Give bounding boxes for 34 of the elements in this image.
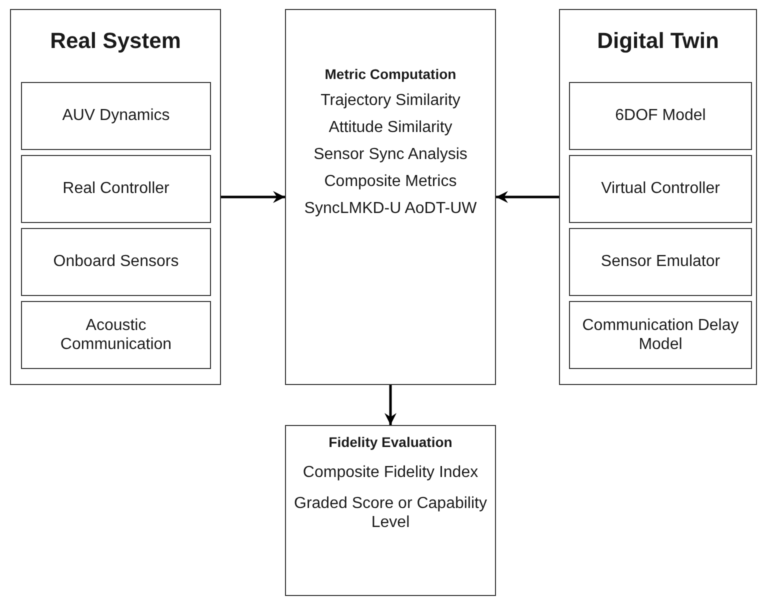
group-title: Real System [50, 28, 181, 54]
metric-item: Composite Metrics [323, 172, 458, 192]
component-label: AUV Dynamics [61, 106, 171, 126]
component-box [569, 301, 752, 369]
arrow [384, 385, 396, 425]
arrow [496, 191, 559, 203]
component-box [569, 82, 752, 150]
metric-item: SyncLMKD-U AoDT-UW [303, 198, 478, 219]
component-label: Sensor Emulator [600, 252, 722, 272]
component-label: Communication Delay Model [581, 316, 740, 354]
component-box [21, 301, 211, 369]
component-box [569, 155, 752, 223]
metric-item: Composite Fidelity Index [302, 462, 480, 482]
component-label: Virtual Controller [600, 179, 721, 199]
component-box [21, 228, 211, 296]
metric-item: Graded Score or Capability Level [293, 494, 488, 532]
component-box [569, 228, 752, 296]
group-box [10, 9, 221, 385]
box-title: Metric Computation [324, 66, 456, 83]
component-box [21, 155, 211, 223]
component-label: 6DOF Model [614, 106, 707, 126]
process-box [285, 9, 496, 385]
group-title: Digital Twin [597, 28, 719, 54]
metric-item: Attitude Similarity [328, 118, 454, 138]
metric-item: Sensor Sync Analysis [312, 144, 468, 165]
arrow [221, 191, 285, 203]
group-box [559, 9, 757, 385]
component-box [21, 82, 211, 150]
process-box [285, 425, 496, 596]
component-label: Real Controller [62, 179, 170, 199]
box-title: Fidelity Evaluation [328, 434, 452, 451]
metric-item: Trajectory Similarity [320, 90, 462, 111]
component-label: Acoustic Communication [59, 316, 173, 354]
component-label: Onboard Sensors [52, 252, 180, 272]
